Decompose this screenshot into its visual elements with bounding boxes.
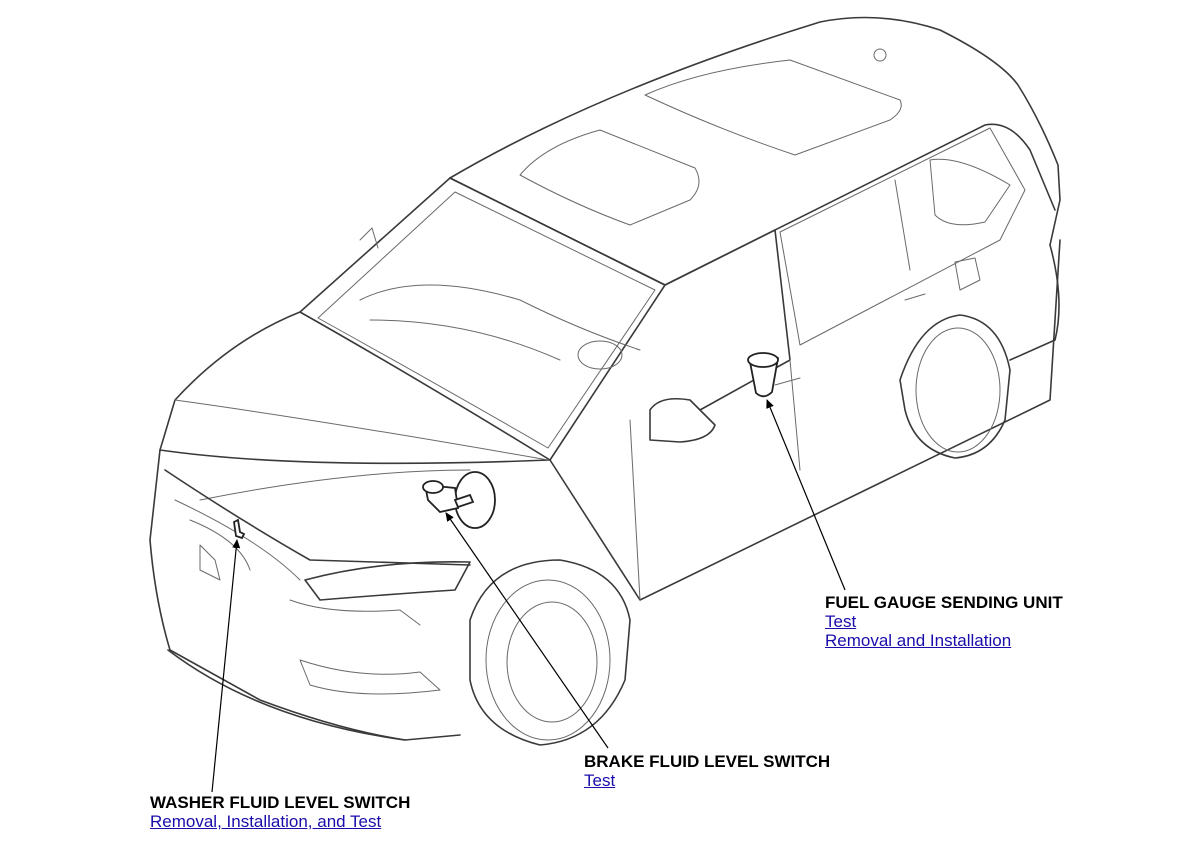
fuel-gauge-test-link[interactable]: Test (825, 612, 857, 631)
washer-fluid-level-switch-callout: WASHER FLUID LEVEL SWITCH Removal, Insta… (150, 793, 410, 831)
fuel-gauge-sending-unit-part (747, 352, 780, 398)
washer-fluid-level-switch-title: WASHER FLUID LEVEL SWITCH (150, 793, 411, 812)
washer-fluid-leader-arrow (211, 539, 241, 793)
fuel-gauge-sending-unit-title: FUEL GAUGE SENDING UNIT (825, 593, 1063, 612)
fuel-gauge-leader-arrow (766, 399, 846, 591)
brake-fluid-level-switch-callout: BRAKE FLUID LEVEL SWITCH Test (584, 752, 830, 790)
fuel-gauge-removal-installation-link[interactable]: Removal and Installation (825, 631, 1012, 650)
suv-line-drawing (149, 16, 1061, 746)
brake-fluid-leader-arrow (445, 512, 609, 749)
washer-fluid-level-switch-part (233, 518, 246, 540)
fuel-gauge-sending-unit-callout: FUEL GAUGE SENDING UNIT Test Removal and… (825, 593, 1063, 650)
brake-fluid-level-switch-title: BRAKE FLUID LEVEL SWITCH (584, 752, 831, 771)
brake-fluid-test-link[interactable]: Test (584, 771, 616, 790)
brake-fluid-level-switch-part (422, 471, 496, 529)
washer-fluid-removal-installation-test-link[interactable]: Removal, Installation, and Test (150, 812, 382, 831)
